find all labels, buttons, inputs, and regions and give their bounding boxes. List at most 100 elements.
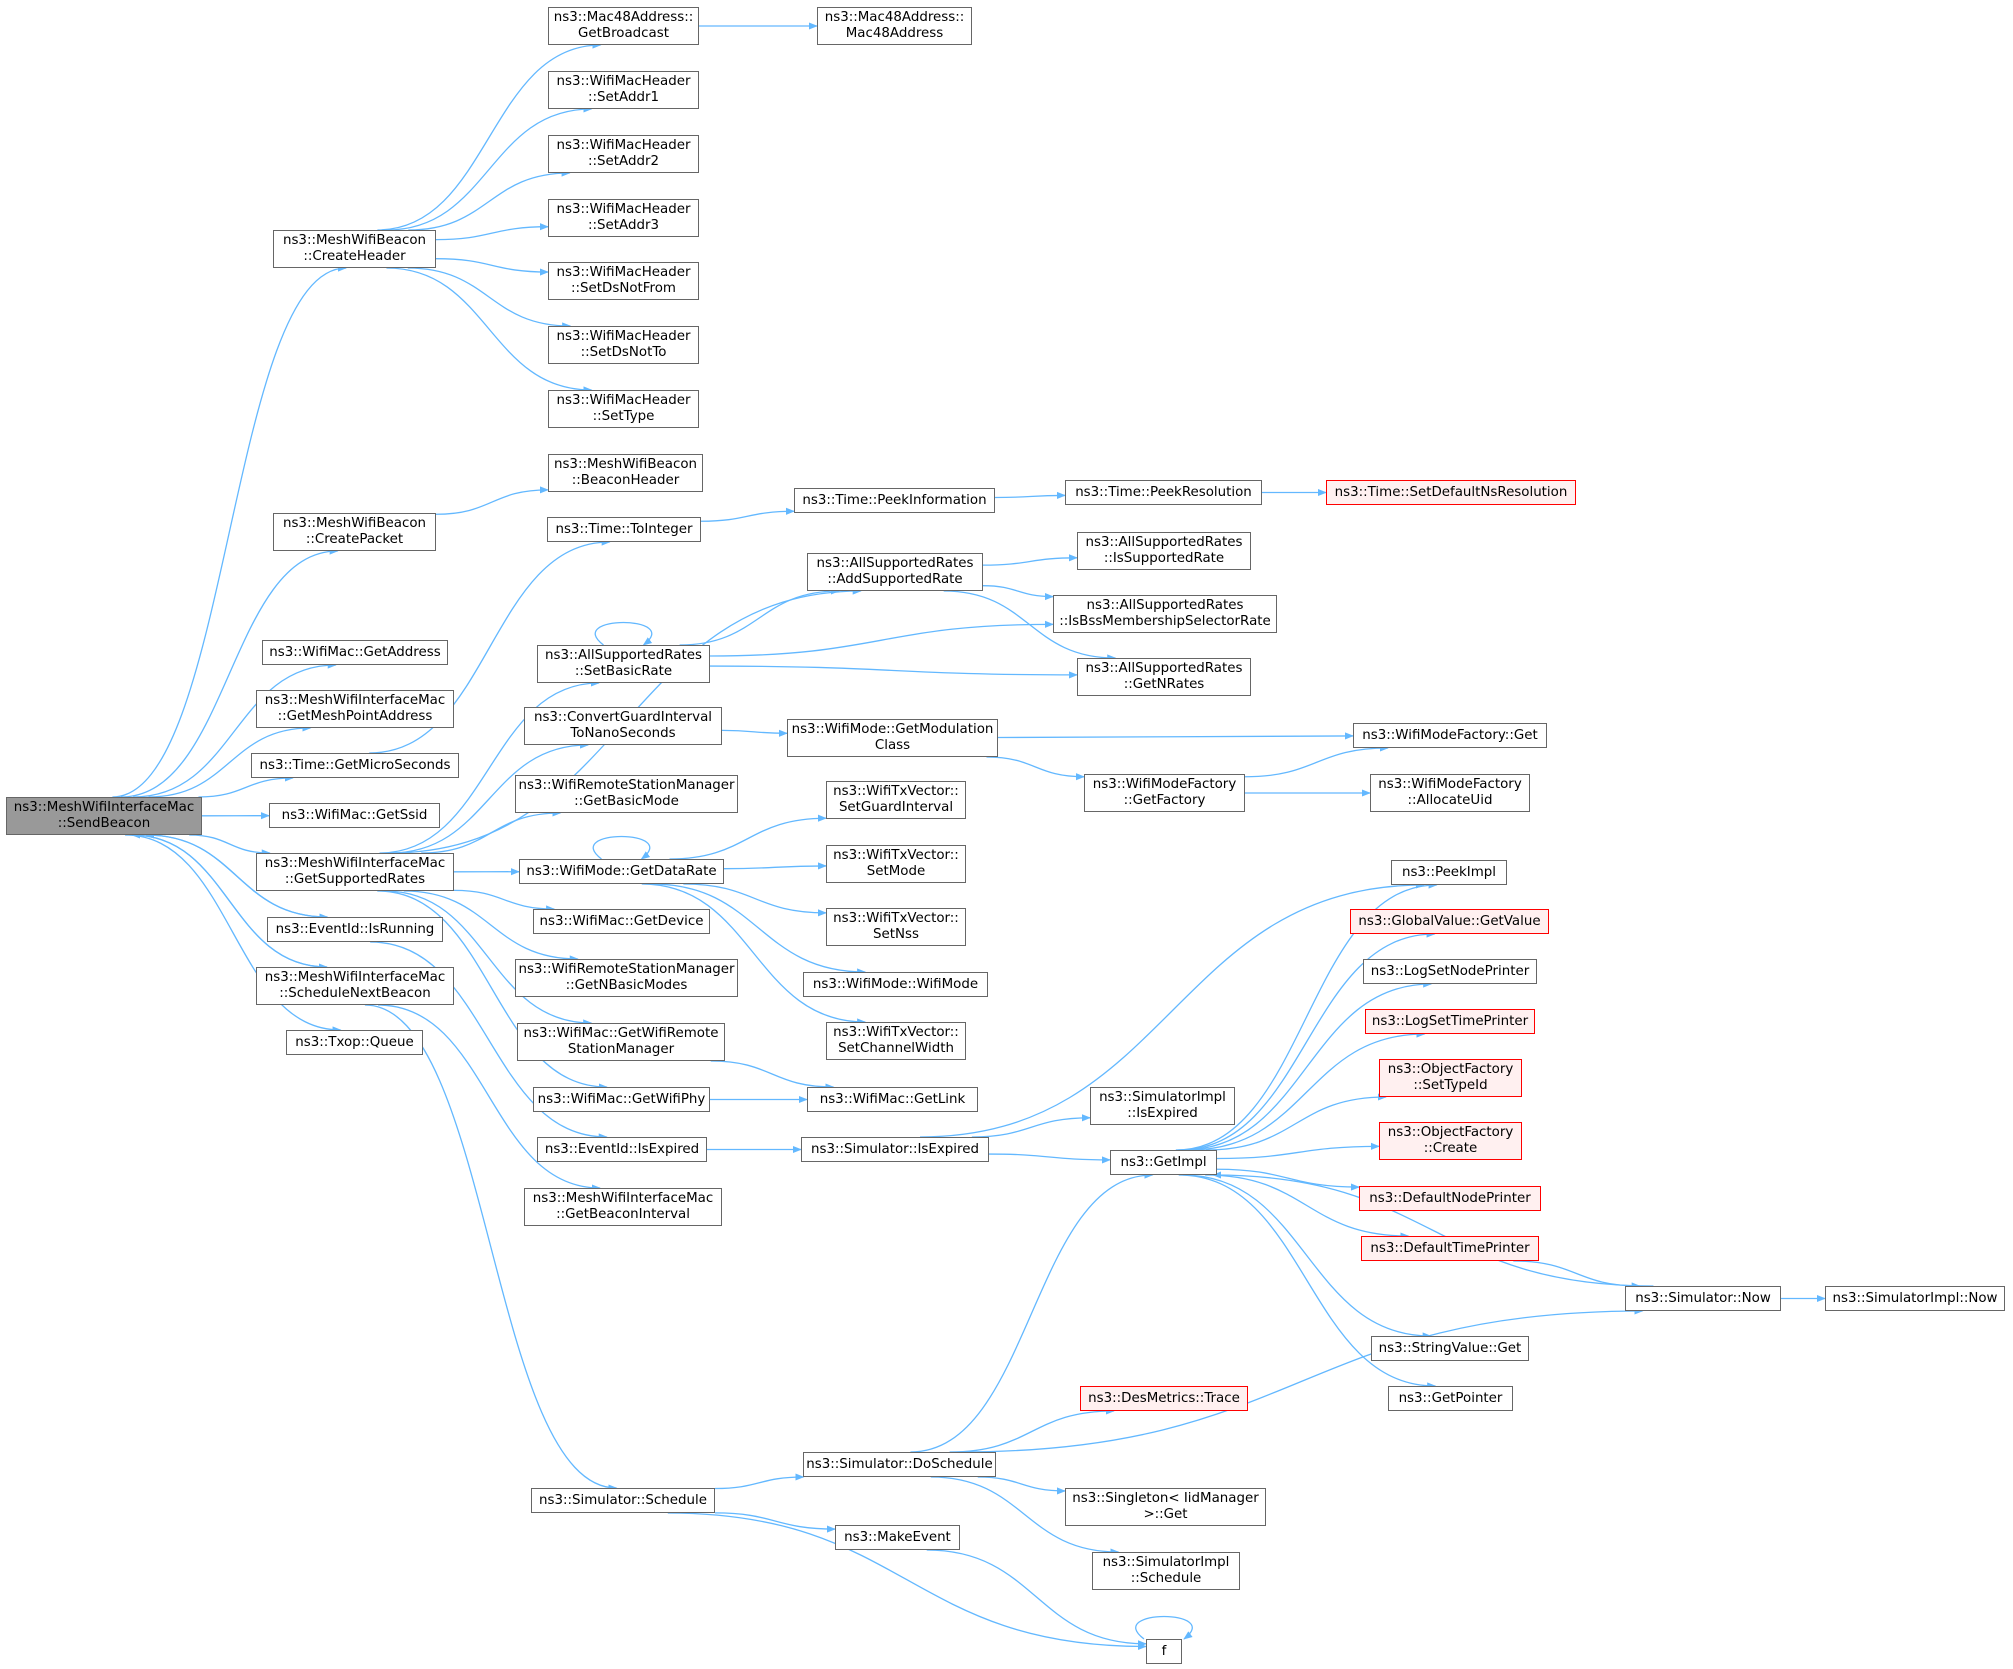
node-objectfactorycreate[interactable]: ns3::ObjectFactory::Create — [1379, 1122, 1522, 1160]
node-setmode[interactable]: ns3::WifiTxVector::SetMode — [826, 845, 966, 883]
node-getdatarate[interactable]: ns3::WifiMode::GetDataRate — [519, 859, 724, 884]
node-makeevent[interactable]: ns3::MakeEvent — [835, 1525, 960, 1550]
node-singletonget[interactable]: ns3::Singleton< IidManager>::Get — [1065, 1488, 1266, 1526]
edge-defaulttimeprinter-to-simulatornow — [1513, 1260, 1641, 1290]
node-setaddr2[interactable]: ns3::WifiMacHeader::SetAddr2 — [548, 135, 699, 173]
node-simulatorschedule[interactable]: ns3::Simulator::Schedule — [531, 1488, 715, 1513]
node-getmicroseconds[interactable]: ns3::Time::GetMicroSeconds — [251, 753, 459, 778]
edge-simulatorschedule-to-doschedule — [714, 1473, 805, 1490]
node-setaddr3[interactable]: ns3::WifiMacHeader::SetAddr3 — [548, 199, 699, 237]
node-tointeger[interactable]: ns3::Time::ToInteger — [547, 517, 701, 542]
node-label: ::GetBeaconInterval — [556, 1207, 690, 1222]
node-allocateuid[interactable]: ns3::WifiModeFactory::AllocateUid — [1370, 774, 1530, 812]
node-label: ns3::WifiModeFactory — [1092, 777, 1237, 792]
node-label: ns3::Mac48Address:: — [824, 10, 965, 25]
node-stringvalueget[interactable]: ns3::StringValue::Get — [1371, 1336, 1529, 1361]
node-label: ns3::LogSetNodePrinter — [1370, 963, 1530, 979]
node-setdsnotfrom[interactable]: ns3::WifiMacHeader::SetDsNotFrom — [548, 262, 699, 300]
node-simimplschedule[interactable]: ns3::SimulatorImpl::Schedule — [1092, 1552, 1240, 1590]
node-label: ns3::GetImpl — [1120, 1154, 1207, 1170]
node-label: ns3::WifiMode::GetDataRate — [526, 863, 717, 879]
node-globalvaluegetvalue[interactable]: ns3::GlobalValue::GetValue — [1350, 909, 1549, 934]
node-label: ns3::WifiMode::GetModulation — [791, 722, 994, 737]
node-beaconheader[interactable]: ns3::MeshWifiBeacon::BeaconHeader — [548, 454, 703, 492]
node-getbeaconinterval[interactable]: ns3::MeshWifiInterfaceMac::GetBeaconInte… — [524, 1188, 722, 1226]
node-wm_getaddress[interactable]: ns3::WifiMac::GetAddress — [262, 640, 448, 665]
node-getfactory[interactable]: ns3::WifiModeFactory::GetFactory — [1084, 774, 1245, 812]
node-defaultnodeprinter[interactable]: ns3::DefaultNodePrinter — [1359, 1186, 1541, 1211]
edge-getsupportedrates-to-getbasicmode — [421, 809, 562, 854]
node-setdsnotto[interactable]: ns3::WifiMacHeader::SetDsNotTo — [548, 326, 699, 364]
node-label: ns3::MeshWifiInterfaceMac — [264, 693, 446, 708]
node-label: ns3::MeshWifiInterfaceMac — [532, 1191, 714, 1206]
node-label: SetChannelWidth — [838, 1041, 954, 1056]
edge-createheader-to-setdsnotfrom — [435, 258, 549, 276]
node-getnbasicmodes[interactable]: ns3::WifiRemoteStationManager::GetNBasic… — [515, 959, 738, 997]
node-logsettimeprinter[interactable]: ns3::LogSetTimePrinter — [1365, 1009, 1535, 1034]
node-logsetnodeprinter[interactable]: ns3::LogSetNodePrinter — [1363, 959, 1537, 984]
node-label: ::SendBeacon — [57, 816, 151, 831]
node-label: ns3::WifiModeFactory::Get — [1362, 727, 1538, 743]
node-simulatorisexpired[interactable]: ns3::Simulator::IsExpired — [801, 1137, 989, 1162]
node-getssid[interactable]: ns3::WifiMac::GetSsid — [269, 803, 440, 828]
node-getmeshpointaddress[interactable]: ns3::MeshWifiInterfaceMac::GetMeshPointA… — [256, 690, 454, 728]
node-wifimodefactoryget[interactable]: ns3::WifiModeFactory::Get — [1353, 723, 1547, 748]
node-label: GetBroadcast — [578, 26, 669, 41]
node-createpacket[interactable]: ns3::MeshWifiBeacon::CreatePacket — [273, 513, 436, 551]
node-peekresolution[interactable]: ns3::Time::PeekResolution — [1065, 480, 1262, 505]
node-setbasicrate[interactable]: ns3::AllSupportedRates::SetBasicRate — [537, 645, 710, 683]
node-getpointer[interactable]: ns3::GetPointer — [1388, 1386, 1513, 1411]
node-schedulenextbeacon[interactable]: ns3::MeshWifiInterfaceMac::ScheduleNextB… — [256, 967, 454, 1005]
node-getbasicmode[interactable]: ns3::WifiRemoteStationManager::GetBasicM… — [515, 775, 738, 813]
node-setchannelwidth[interactable]: ns3::WifiTxVector::SetChannelWidth — [826, 1022, 966, 1060]
node-issupportedrate[interactable]: ns3::AllSupportedRates::IsSupportedRate — [1077, 532, 1251, 570]
node-simulatornow[interactable]: ns3::Simulator::Now — [1625, 1286, 1781, 1311]
node-getbroadcast[interactable]: ns3::Mac48Address::GetBroadcast — [548, 7, 699, 45]
node-txopqueue[interactable]: ns3::Txop::Queue — [286, 1030, 423, 1055]
node-sendbeacon[interactable]: ns3::MeshWifiInterfaceMac::SendBeacon — [6, 797, 202, 835]
node-setnss[interactable]: ns3::WifiTxVector::SetNss — [826, 908, 966, 946]
node-getlink[interactable]: ns3::WifiMac::GetLink — [807, 1087, 978, 1112]
node-defaulttimeprinter[interactable]: ns3::DefaultTimePrinter — [1361, 1236, 1539, 1261]
node-isrunning[interactable]: ns3::EventId::IsRunning — [267, 917, 443, 942]
node-eventidisexpired[interactable]: ns3::EventId::IsExpired — [537, 1137, 707, 1162]
node-isbssmembership[interactable]: ns3::AllSupportedRates::IsBssMembershipS… — [1053, 595, 1277, 633]
node-f[interactable]: f — [1146, 1639, 1182, 1664]
node-doschedule[interactable]: ns3::Simulator::DoSchedule — [803, 1452, 996, 1477]
node-label: ns3::Time::SetDefaultNsResolution — [1334, 484, 1568, 500]
node-getsupportedrates[interactable]: ns3::MeshWifiInterfaceMac::GetSupportedR… — [256, 853, 454, 891]
node-objectfactorysettypeid[interactable]: ns3::ObjectFactory::SetTypeId — [1379, 1059, 1522, 1097]
node-mac48address[interactable]: ns3::Mac48Address::Mac48Address — [817, 7, 972, 45]
node-setaddr1[interactable]: ns3::WifiMacHeader::SetAddr1 — [548, 71, 699, 109]
node-desmetricstrace[interactable]: ns3::DesMetrics::Trace — [1080, 1386, 1248, 1411]
node-label: ::GetBasicMode — [574, 794, 679, 809]
edge-sendbeacon-to-createheader — [112, 264, 348, 798]
node-simimplnow[interactable]: ns3::SimulatorImpl::Now — [1825, 1286, 2005, 1311]
node-getdevice[interactable]: ns3::WifiMac::GetDevice — [533, 909, 710, 934]
node-label: ns3::GlobalValue::GetValue — [1358, 913, 1541, 929]
node-label: ns3::AllSupportedRates — [816, 556, 974, 571]
node-label: ns3::Simulator::Schedule — [539, 1492, 707, 1508]
edge-setbasicrate-to-getnrates — [709, 665, 1078, 679]
node-setdefaultnsresolution[interactable]: ns3::Time::SetDefaultNsResolution — [1326, 480, 1576, 505]
node-settype[interactable]: ns3::WifiMacHeader::SetType — [548, 390, 699, 428]
edge-getdatarate-to-setmode — [723, 862, 827, 870]
node-label: ns3::MeshWifiInterfaceMac — [264, 856, 446, 871]
node-createheader[interactable]: ns3::MeshWifiBeacon::CreateHeader — [273, 230, 436, 268]
node-label: ns3::MeshWifiBeacon — [282, 516, 427, 531]
node-label: SetGuardInterval — [838, 800, 954, 815]
node-getimpl[interactable]: ns3::GetImpl — [1110, 1150, 1217, 1175]
node-getnrates[interactable]: ns3::AllSupportedRates::GetNRates — [1077, 658, 1251, 696]
node-peekinformation[interactable]: ns3::Time::PeekInformation — [794, 488, 995, 513]
node-peekimpl[interactable]: ns3::PeekImpl — [1391, 860, 1507, 885]
node-simimplisexpired[interactable]: ns3::SimulatorImpl::IsExpired — [1090, 1087, 1235, 1125]
node-label: ns3::LogSetTimePrinter — [1371, 1013, 1529, 1029]
node-addsupportedrate[interactable]: ns3::AllSupportedRates::AddSupportedRate — [807, 553, 983, 591]
node-wifimodewifimode[interactable]: ns3::WifiMode::WifiMode — [803, 972, 988, 997]
node-setguardinterval[interactable]: ns3::WifiTxVector::SetGuardInterval — [826, 781, 966, 819]
node-getwifiphy[interactable]: ns3::WifiMac::GetWifiPhy — [533, 1087, 710, 1112]
node-label: ::Schedule — [1130, 1571, 1202, 1586]
